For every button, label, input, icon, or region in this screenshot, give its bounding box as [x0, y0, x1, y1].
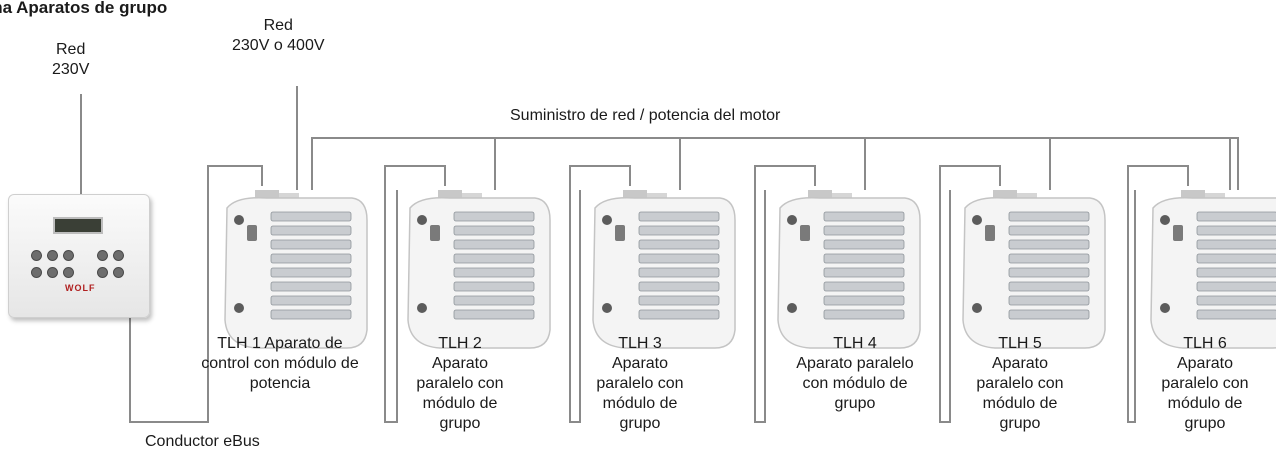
unit-caption-line: TLH 2 [438, 335, 482, 352]
unit-caption-line: paralelo con [416, 375, 504, 392]
unit-caption: TLH 1 Aparato de control con módulo de pot… [160, 334, 400, 394]
ebus-wire [1127, 165, 1189, 423]
ebus-wire [129, 165, 263, 423]
unit-caption-line: Aparato [1176, 355, 1234, 372]
unit-caption-line: grupo [1184, 415, 1226, 432]
ebus-wire [569, 165, 631, 423]
unit-caption: TLH 3 Aparato paralelo con módulo de grupo [570, 334, 710, 434]
ebus-label: Conductor eBus [145, 433, 260, 450]
supply-wire [1049, 137, 1239, 190]
unit-caption-line: paralelo con [1161, 375, 1249, 392]
ebus-wire [939, 165, 1001, 423]
heater-unit-icon [400, 190, 560, 355]
panel-button [97, 267, 108, 278]
unit-caption-line: módulo de [982, 395, 1058, 412]
ebus-wire [754, 165, 816, 423]
unit-caption-line: TLH 4 [833, 335, 877, 352]
supply-wire [494, 137, 681, 190]
unit-caption: TLH 2 Aparato paralelo con módulo de grupo [395, 334, 525, 434]
panel-button [63, 267, 74, 278]
unit-caption-line: potencia [249, 375, 311, 392]
brand-logo: WOLF [65, 283, 96, 293]
mains-230-label: Red 230V [52, 41, 90, 78]
heater-unit-icon [217, 190, 377, 355]
mains-230-400-label: Red 230V o 400V [232, 17, 325, 54]
unit-caption-line: paralelo con [596, 375, 684, 392]
unit-caption: TLH 6 Aparato paralelo con módulo de grupo [1125, 334, 1276, 434]
supply-wire [1229, 137, 1239, 190]
panel-button [63, 250, 74, 261]
unit-caption-line: grupo [834, 395, 876, 412]
unit-caption-line: control con módulo de [201, 355, 359, 372]
heater-unit-icon [1143, 190, 1276, 355]
supply-wire [311, 137, 496, 190]
unit-caption-line: paralelo con [976, 375, 1064, 392]
diagram-title: ema Aparatos de grupo [0, 0, 168, 17]
unit-caption-line: módulo de [602, 395, 678, 412]
unit-caption-line: grupo [439, 415, 481, 432]
panel-button [31, 267, 42, 278]
unit-caption-line: módulo de [1167, 395, 1243, 412]
unit-caption: TLH 4 Aparato paralelo con módulo de grupo [770, 334, 940, 414]
unit-caption-line: TLH 1 Aparato de [217, 335, 343, 352]
supply-wire [679, 137, 866, 190]
heater-unit-icon [770, 190, 930, 355]
panel-button [47, 267, 58, 278]
heater-unit-icon [585, 190, 745, 355]
controller-panel: WOLF [8, 194, 150, 318]
unit-caption-line: TLH 5 [998, 335, 1042, 352]
unit-caption-line: TLH 6 [1183, 335, 1227, 352]
supply-wire [864, 137, 1051, 190]
unit-caption-line: grupo [619, 415, 661, 432]
supply-label: Suministro de red / potencia del motor [510, 107, 781, 124]
lcd-display [53, 217, 103, 234]
panel-button [47, 250, 58, 261]
panel-button [113, 250, 124, 261]
unit-caption-line: con módulo de [802, 375, 908, 392]
panel-button [31, 250, 42, 261]
unit-caption-line: módulo de [422, 395, 498, 412]
panel-button [97, 250, 108, 261]
unit-caption-line: Aparato [431, 355, 489, 372]
unit-caption-line: grupo [999, 415, 1041, 432]
unit-caption-line: Aparato paralelo [796, 355, 914, 372]
panel-button [113, 267, 124, 278]
ebus-wire [384, 165, 446, 423]
heater-unit-icon [955, 190, 1115, 355]
unit-caption-line: Aparato [991, 355, 1049, 372]
unit-caption-line: Aparato [611, 355, 669, 372]
unit-caption-line: TLH 3 [618, 335, 662, 352]
unit-caption: TLH 5 Aparato paralelo con módulo de grupo [950, 334, 1090, 434]
